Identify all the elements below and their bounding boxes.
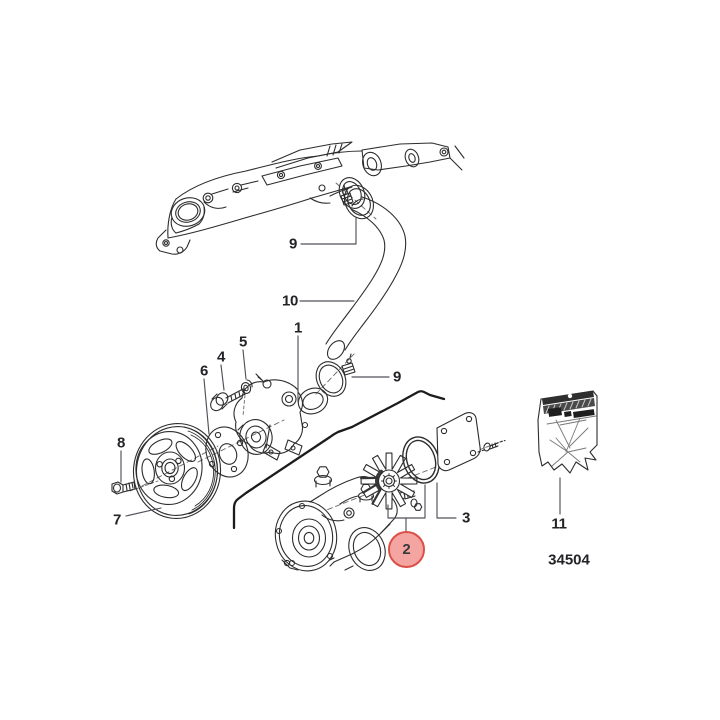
callout-1-circulation-pump[interactable]: 1 [293,319,303,337]
callout-7-pulley[interactable]: 7 [112,511,122,529]
routed-hose-line-drawing [232,390,446,530]
callout-4-bolt[interactable]: 4 [216,348,226,366]
kit-part-number: 34504 [548,551,590,569]
callout-2-impeller-highlighted[interactable]: 2 [388,531,425,568]
callout-9-upper-clamp[interactable]: 9 [288,235,298,253]
bolt-and-washer-drawing [210,379,253,412]
callout-8-pulley-bolt[interactable]: 8 [116,434,126,452]
leader-lines [120,217,561,532]
sea-water-pump-drawing [274,466,423,572]
callout-10-hose[interactable]: 10 [281,292,299,310]
end-cover-drawing [436,412,506,472]
callout-6-spacer-plate[interactable]: 6 [199,362,209,380]
manifold-drawing [155,141,465,255]
circulation-pump-drawing [233,373,329,461]
callout-9-lower-clamp[interactable]: 9 [392,368,402,386]
callout-5-washer[interactable]: 5 [238,333,248,351]
parts-bag-drawing [537,390,598,474]
lower-hose-clamp-drawing [315,353,356,397]
spacer-plate-drawing [205,426,249,478]
callout-11-parts-bag[interactable]: 11 [551,515,567,533]
impeller-drawing [360,452,418,510]
pulley-bolt-drawing [111,481,136,495]
callout-3-o-ring[interactable]: 3 [461,509,471,527]
pulley-drawing [132,422,222,520]
hose-drawing [325,196,407,360]
